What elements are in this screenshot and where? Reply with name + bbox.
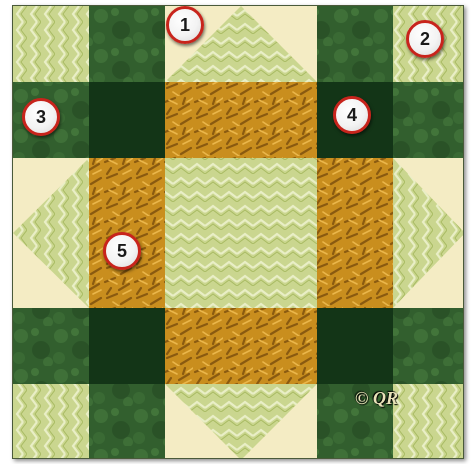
label-badge-4: 4	[333, 96, 371, 134]
dark-green-square	[89, 308, 165, 384]
green-patch	[393, 308, 464, 384]
green-patch	[89, 384, 165, 459]
dark-green-square	[89, 82, 165, 158]
copyright-mark: © QR	[355, 388, 398, 409]
corner-patch-top-left	[13, 6, 89, 82]
gold-rectangle-bottom	[165, 308, 317, 384]
label-badge-2: 2	[406, 20, 444, 58]
corner-patch-bottom-left	[13, 384, 89, 459]
green-patch	[89, 6, 165, 82]
green-patch	[317, 6, 393, 82]
gold-rectangle-right	[317, 158, 393, 308]
label-badge-1: 1	[166, 6, 204, 44]
gold-rectangle-top	[165, 82, 317, 158]
dark-green-square	[317, 308, 393, 384]
corner-patch-bottom-right	[393, 384, 464, 459]
green-patch	[393, 82, 464, 158]
label-badge-5: 5	[103, 232, 141, 270]
label-badge-3: 3	[22, 98, 60, 136]
green-patch	[13, 308, 89, 384]
center-square	[165, 158, 317, 308]
